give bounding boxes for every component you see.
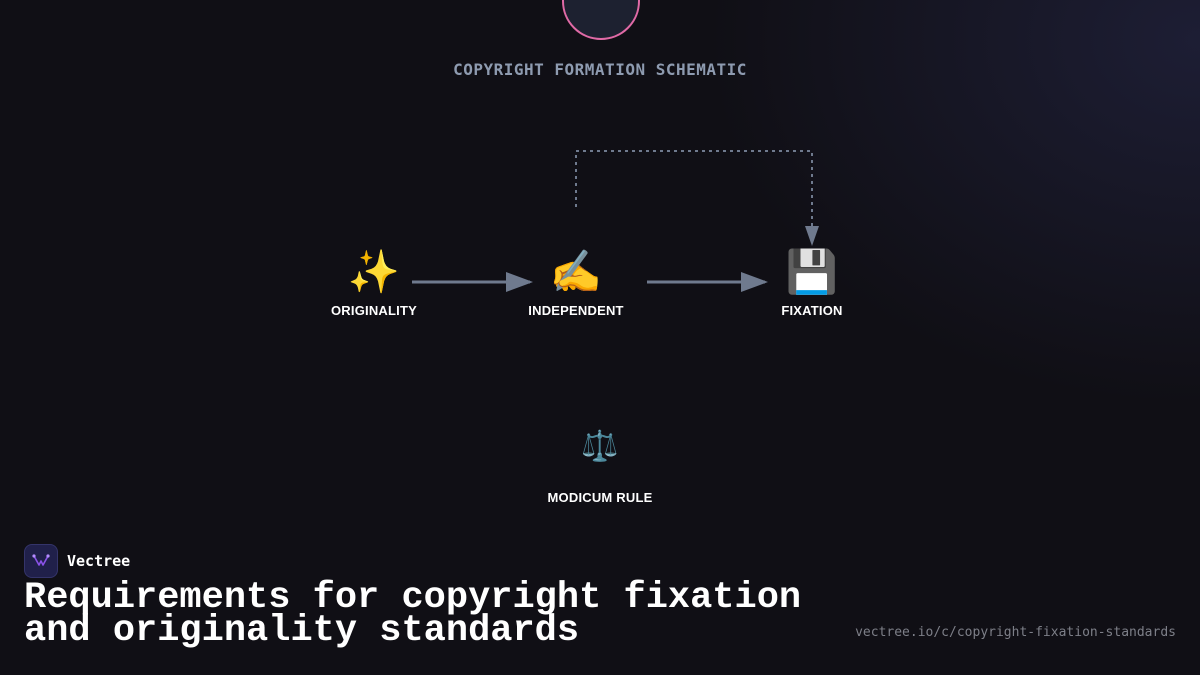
- node-originality: ✨ ORIGINALITY: [274, 247, 474, 318]
- node-label: FIXATION: [781, 303, 843, 318]
- node-label: MODICUM RULE: [547, 490, 653, 505]
- brand: Vectree: [24, 544, 130, 578]
- arrowhead-independent-to-fixation: [741, 272, 768, 292]
- floppy-disk-icon: 💾: [785, 247, 839, 296]
- node-modicum-rule: ⚖️ MODICUM RULE: [500, 427, 700, 505]
- arrowhead-originality-to-independent: [506, 272, 533, 292]
- diagram-title: COPYRIGHT FORMATION SCHEMATIC: [453, 60, 747, 79]
- writing-hand-icon: ✍️: [549, 247, 603, 296]
- arrowhead-dotted-to-fixation: [805, 226, 819, 246]
- node-independent: ✍️ INDEPENDENT: [476, 247, 676, 318]
- balance-scale-icon: ⚖️: [581, 429, 619, 464]
- brand-name: Vectree: [67, 552, 131, 570]
- sparkles-icon: ✨: [347, 247, 401, 296]
- page-url[interactable]: vectree.io/c/copyright-fixation-standard…: [855, 625, 1176, 640]
- node-fixation: 💾 FIXATION: [712, 247, 912, 318]
- edge-independent-to-fixation-dotted: [575, 150, 813, 228]
- page-headline: Requirements for copyright fixation and …: [24, 577, 802, 652]
- vectree-logo-icon: [24, 544, 58, 578]
- node-label: INDEPENDENT: [528, 303, 624, 318]
- node-label: ORIGINALITY: [331, 303, 417, 318]
